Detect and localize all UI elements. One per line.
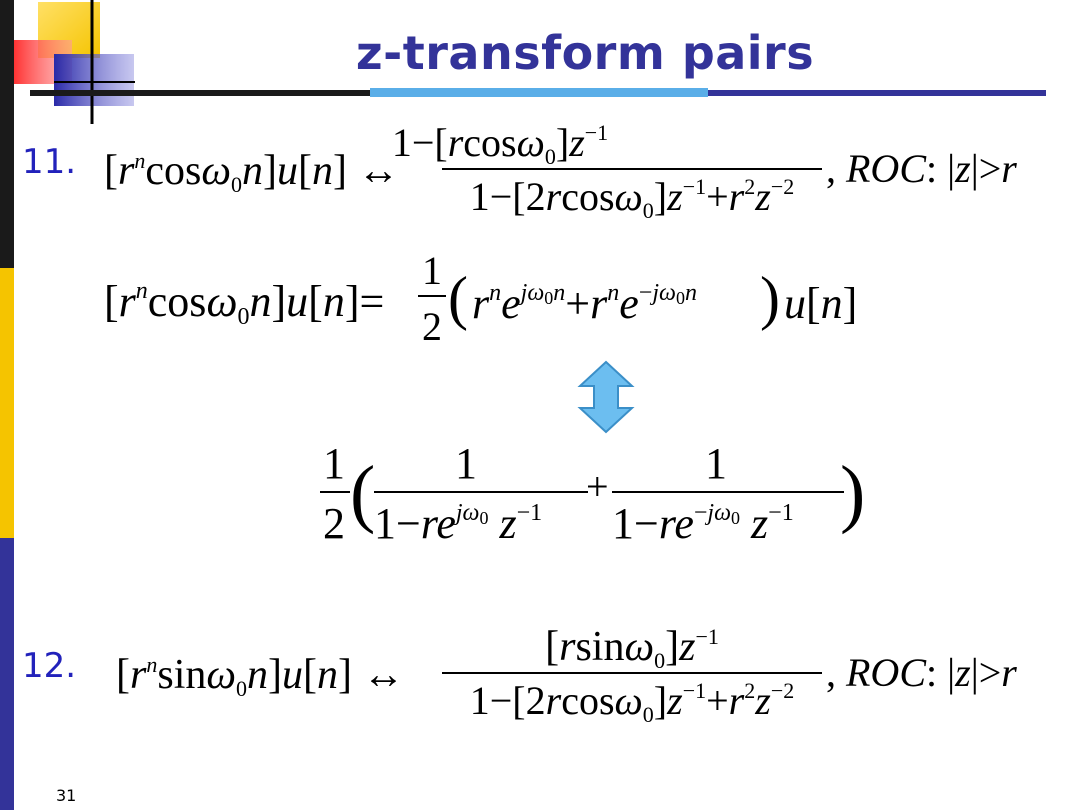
corner-logo (14, 0, 135, 124)
title-underline-navy (708, 90, 1046, 96)
svg-text:): ) (840, 451, 865, 535)
double-vertical-arrow-icon (577, 360, 635, 434)
partial-fraction-expansion: 1 2 ( 1 1−rejω0 z−1 + 1 1−re−jω0 z−1 ) (320, 439, 865, 548)
item-11-number: 11. (22, 142, 77, 182)
equation-11-expansion: [rncosω0n]u[n]= 1 2 ( rnejω0n+rne−jω0n )… (104, 248, 857, 349)
svg-text:1: 1 (323, 439, 345, 488)
svg-text:2: 2 (323, 499, 345, 548)
svg-text:1−rejω0 z−1: 1−rejω0 z−1 (374, 499, 542, 548)
left-bar-black (0, 0, 14, 268)
svg-text:1−re−jω0 z−1: 1−re−jω0 z−1 (612, 499, 794, 548)
svg-text:[rnsinω0n]u[n] ↔: [rnsinω0n]u[n] ↔ (116, 652, 405, 701)
equation-11: [rncosω0n]u[n] ↔ 1−[rcosω0]z−1 1−[2rcosω… (104, 120, 1017, 222)
svg-text:1−[rcosω0]z−1: 1−[rcosω0]z−1 (392, 120, 608, 169)
svg-text:): ) (760, 265, 780, 331)
svg-text:+: + (586, 464, 609, 509)
svg-text:u[n]: u[n] (784, 279, 857, 328)
left-bar-yellow (0, 268, 14, 538)
page-number: 31 (56, 786, 77, 805)
svg-text:(: ( (448, 265, 468, 331)
svg-text:1: 1 (705, 439, 727, 488)
svg-text:1−[2rcosω0]z−1+r2z−2: 1−[2rcosω0]z−1+r2z−2 (470, 678, 795, 726)
svg-text:rnejω0n+rne−jω0n: rnejω0n+rne−jω0n (472, 279, 697, 328)
left-bar-navy (0, 538, 14, 810)
item-12-number: 12. (22, 646, 77, 686)
svg-text:2: 2 (422, 304, 442, 349)
title-underline-dark (30, 90, 370, 96)
svg-text:1−[2rcosω0]z−1+r2z−2: 1−[2rcosω0]z−1+r2z−2 (470, 174, 795, 222)
svg-text:1: 1 (455, 439, 477, 488)
svg-text:, ROC: |z|>r: , ROC: |z|>r (826, 146, 1017, 191)
svg-text:(: ( (350, 451, 375, 535)
equation-12: [rnsinω0n]u[n] ↔ [rsinω0]z−1 1−[2rcosω0]… (116, 624, 1017, 726)
slide-title: z-transform pairs (355, 26, 815, 80)
svg-text:[rsinω0]z−1: [rsinω0]z−1 (545, 624, 719, 673)
title-underline-blue (370, 88, 708, 97)
svg-text:[rncosω0n]u[n]=: [rncosω0n]u[n]= (104, 277, 384, 330)
svg-text:[rncosω0n]u[n] ↔: [rncosω0n]u[n] ↔ (104, 148, 400, 197)
svg-text:1: 1 (422, 248, 442, 293)
svg-text:, ROC: |z|>r: , ROC: |z|>r (826, 650, 1017, 695)
